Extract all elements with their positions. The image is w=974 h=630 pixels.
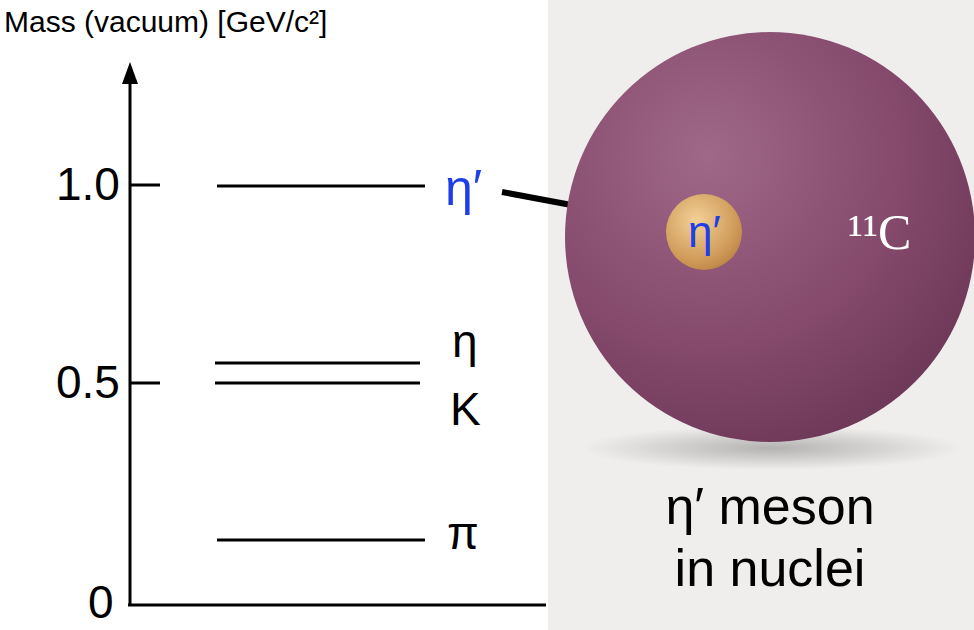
mass-level xyxy=(217,185,425,188)
nucleus-sphere: ¹¹C η′ xyxy=(565,32,974,442)
meson-sphere: η′ xyxy=(666,194,742,270)
particle-label: η xyxy=(452,314,478,369)
axis-title: Mass (vacuum) [GeV/c²] xyxy=(4,4,327,40)
tick xyxy=(130,382,160,385)
nucleus-label: ¹¹C xyxy=(848,202,911,262)
mass-level xyxy=(215,362,420,365)
tick-label: 0.5 xyxy=(56,355,120,410)
y-axis xyxy=(129,80,132,606)
mass-level xyxy=(215,382,420,385)
tick-label: 1.0 xyxy=(56,157,120,212)
caption-label: η′ meson in nuclei xyxy=(650,475,890,600)
particle-label: K xyxy=(450,382,481,437)
y-axis-arrowhead xyxy=(122,62,138,84)
x-axis xyxy=(128,604,546,607)
tick xyxy=(130,184,160,187)
tick-label: 0 xyxy=(88,575,114,630)
mass-level xyxy=(217,539,425,542)
particle-label: η′ xyxy=(445,158,482,218)
meson-label: η′ xyxy=(688,206,721,259)
chart-panel xyxy=(0,0,548,630)
particle-label: π xyxy=(447,506,479,561)
